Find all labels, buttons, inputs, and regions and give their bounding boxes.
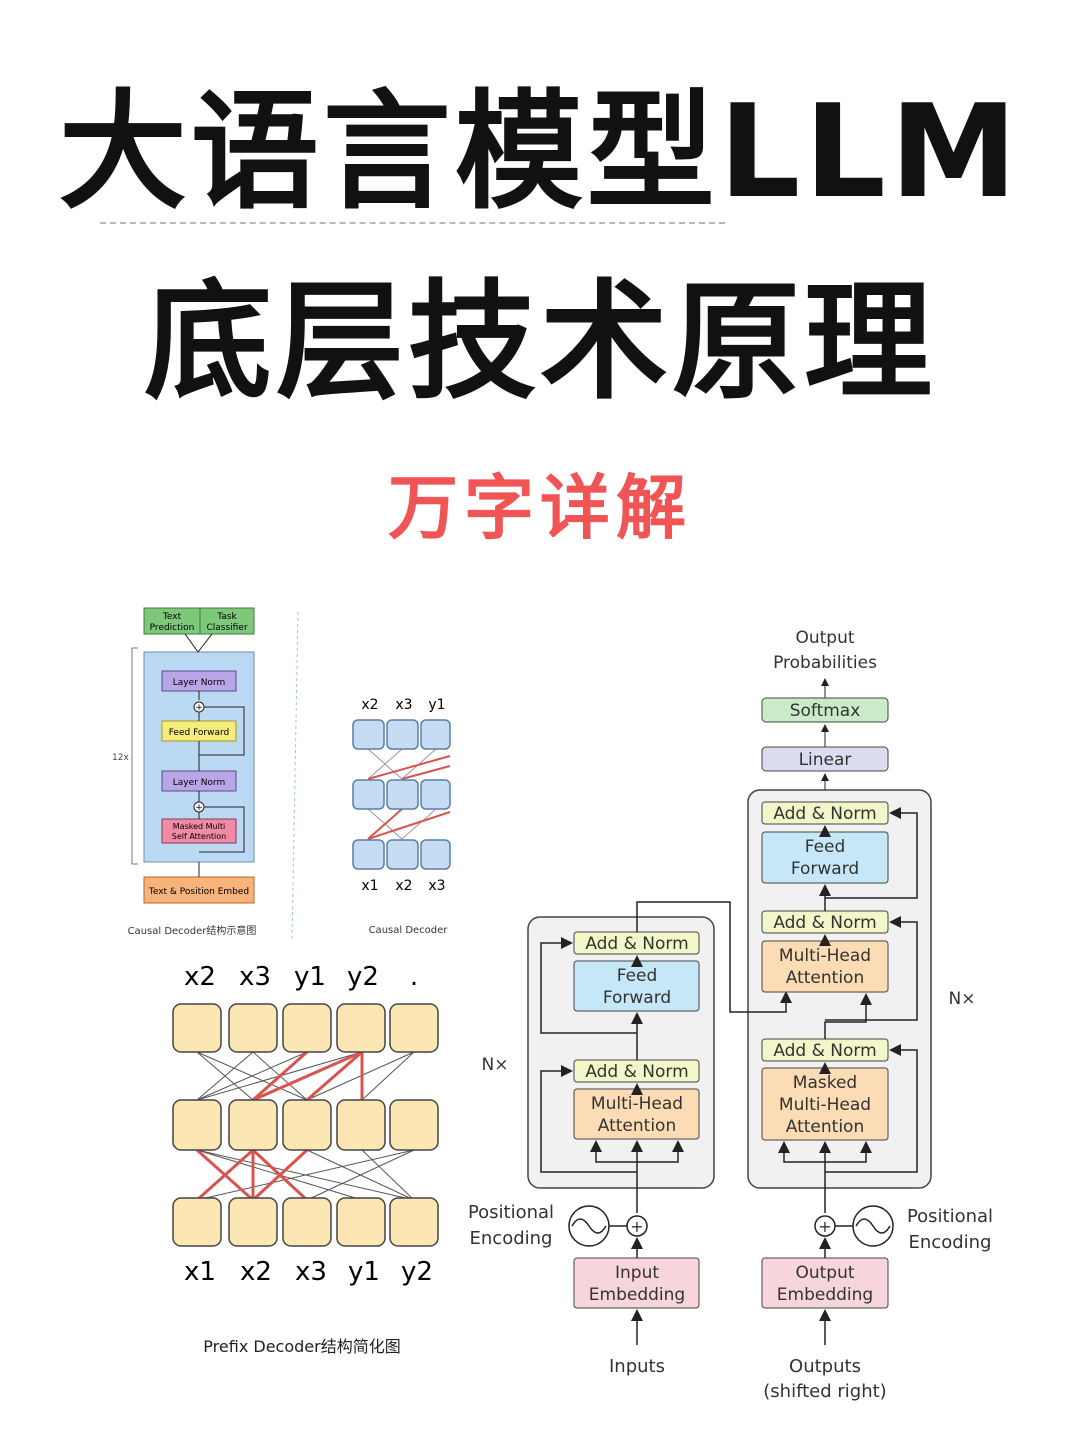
grid-top-label-1: x2 [361, 697, 378, 713]
decoder-masked-label-2: Multi-Head [779, 1095, 871, 1115]
outputs-label-2: (shifted right) [763, 1381, 886, 1402]
grid-top-label-2: x3 [395, 697, 412, 713]
softmax-box [761, 697, 889, 723]
prefix-top-label-2: x3 [239, 962, 271, 992]
svg-text:+: + [195, 703, 203, 713]
encoder-mha-label-2: Attention [598, 1116, 676, 1136]
decoder-add-norm-2-label: Add & Norm [773, 913, 876, 933]
subtitle: 万字详解 [388, 467, 692, 549]
layer-norm-bottom-label: Layer Norm [173, 778, 226, 788]
text-prediction-label-2: Prediction [150, 623, 195, 633]
prefix-bottom-label-5: y2 [401, 1257, 433, 1287]
decoder-positional-label-1: Positional [907, 1206, 993, 1227]
outputs-label-1: Outputs [789, 1356, 861, 1377]
output-probabilities-label-2: Probabilities [773, 653, 877, 673]
encoder-container [527, 916, 715, 1189]
output-embedding-label-1: Output [795, 1263, 854, 1283]
prefix-top-label-4: y2 [347, 962, 379, 992]
decoder-feed-forward-label-2: Forward [791, 859, 859, 879]
inputs-label: Inputs [609, 1356, 665, 1377]
title-line-2: 底层技术原理 [143, 268, 936, 417]
transformer-figure: Output Probabilities Softmax Linear Add … [468, 628, 993, 1402]
input-embedding-label-2: Embedding [589, 1285, 685, 1305]
repeat-label: 12x [112, 753, 129, 763]
prefix-bottom-label-4: y1 [348, 1257, 380, 1287]
decoder-feed-forward-label-1: Feed [805, 837, 846, 857]
softmax-label: Softmax [790, 701, 861, 721]
task-classifier-label-1: Task [216, 612, 237, 622]
prefix-top-label-3: y1 [294, 962, 326, 992]
encoder-repeat-label: N× [482, 1055, 509, 1075]
grid-bottom-label-1: x1 [361, 878, 378, 894]
title-line-1: 大语言模型LLM [58, 78, 1022, 227]
linear-box [761, 746, 889, 772]
input-embedding-box [573, 1257, 700, 1309]
prefix-top-label-1: x2 [184, 962, 216, 992]
prefix-bottom-label-1: x1 [184, 1257, 216, 1287]
masked-attention-label-2: Self Attention [172, 832, 227, 841]
feed-forward-label: Feed Forward [169, 728, 230, 738]
task-classifier-label-2: Classifier [206, 623, 247, 633]
embed-label: Text & Position Embed [148, 887, 249, 897]
masked-attention-box [161, 818, 237, 844]
svg-text:+: + [195, 803, 203, 813]
dashed-divider [100, 222, 725, 224]
encoder-positional-label-2: Encoding [470, 1228, 553, 1249]
task-classifier-box [199, 607, 255, 635]
masked-attention-label-1: Masked Multi [173, 822, 225, 831]
causal-decoder-grid: x2 x3 y1 x1 x2 x3 Causal Decoder [352, 697, 451, 936]
decoder-masked-label-1: Masked [793, 1073, 857, 1093]
decoder-mha-label-1: Multi-Head [779, 946, 871, 966]
causal-decoder-2-caption: Causal Decoder [369, 925, 449, 936]
prefix-bottom-label-3: x3 [295, 1257, 327, 1287]
grid-top-label-3: y1 [428, 697, 445, 713]
svg-text:+: + [630, 1217, 643, 1236]
decoder-positional-label-2: Encoding [909, 1232, 992, 1253]
decoder-mha-label-2: Attention [786, 968, 864, 988]
decoder-add-norm-1-label: Add & Norm [773, 804, 876, 824]
encoder-add-norm-top-label: Add & Norm [585, 934, 688, 954]
output-embedding-label-2: Embedding [777, 1285, 873, 1305]
svg-text:+: + [818, 1217, 831, 1236]
prefix-decoder-caption: Prefix Decoder结构简化图 [203, 1337, 400, 1356]
decoder-repeat-label: N× [949, 989, 976, 1009]
encoder-feed-forward-label-2: Forward [603, 988, 671, 1008]
grid-bottom-label-3: x3 [428, 878, 445, 894]
prefix-top-label-5: . [410, 962, 418, 992]
grid-bottom-label-2: x2 [395, 878, 412, 894]
prefix-bottom-label-2: x2 [240, 1257, 272, 1287]
output-probabilities-label-1: Output [795, 628, 854, 648]
encoder-positional-label-1: Positional [468, 1202, 554, 1223]
prefix-decoder-figure: x2 x3 y1 y2 . x1 x2 x3 y1 [172, 962, 439, 1356]
encoder-add-norm-bottom-label: Add & Norm [585, 1062, 688, 1082]
decoder-add-norm-3-label: Add & Norm [773, 1041, 876, 1061]
causal-decoder-caption: Causal Decoder结构示意图 [128, 924, 257, 937]
linear-label: Linear [799, 750, 852, 770]
causal-decoder-figure: Text Prediction Task Classifier Layer No… [112, 607, 299, 941]
output-embedding-box [761, 1257, 889, 1309]
input-embedding-label-1: Input [615, 1263, 659, 1283]
encoder-feed-forward-label-1: Feed [617, 966, 658, 986]
layer-norm-top-label: Layer Norm [173, 678, 226, 688]
decoder-add-norm-1 [761, 801, 889, 825]
text-prediction-label-1: Text [162, 612, 182, 622]
encoder-mha-label-1: Multi-Head [591, 1094, 683, 1114]
decoder-masked-label-3: Attention [786, 1117, 864, 1137]
